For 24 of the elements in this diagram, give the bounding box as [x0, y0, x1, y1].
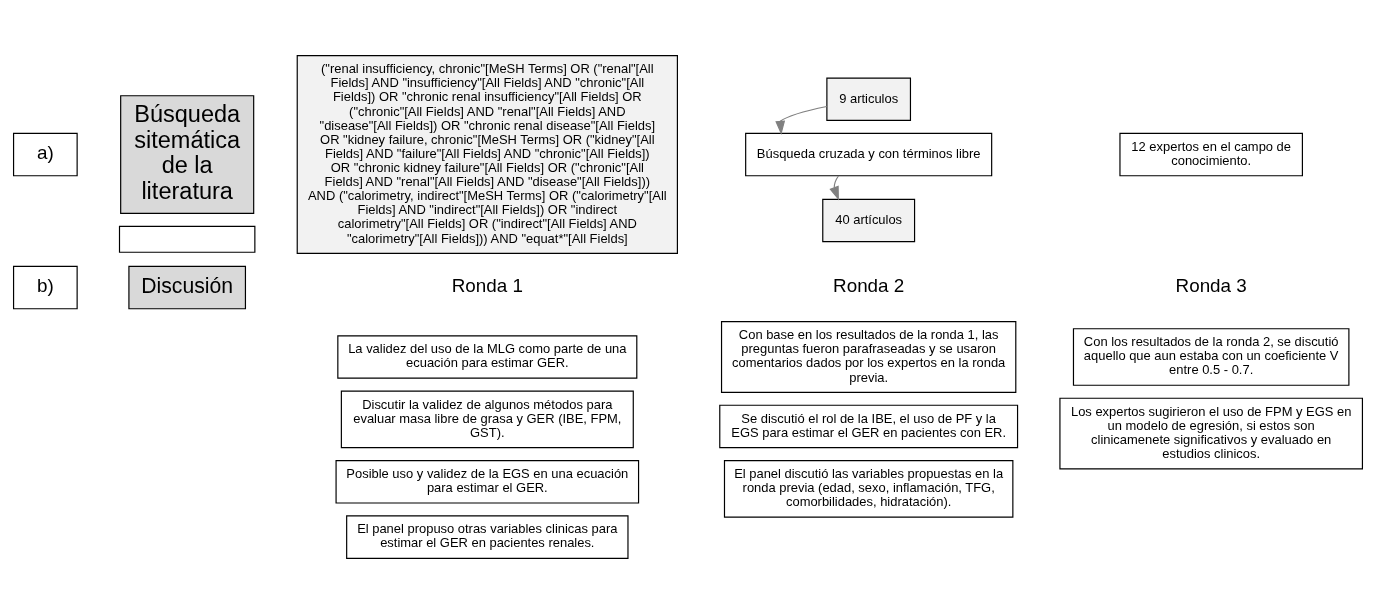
- node-box: a): [13, 132, 78, 176]
- node-box: ("renal insufficiency, chronic"[MeSH Terms] OR ("renal"[All Fields] AND "insufficiency"[All Fields] AND "chronic"[All Fields]) OR "chronic renal insufficiency"[All Fields] OR ("chronic"[All Fields] AND "renal"[All Fields] AND "disease"[All Fields]) OR "chronic renal disease"[All Fields] OR "kidney failure, chronic"[MeSH Terms] OR ("kidney"[All Fields] AND "failure"[All Fields] AND "chronic"[All Fields]) OR "chronic kidney failure"[All Fields] OR ("chronic"[All Fields] AND "renal"[All Fields] AND "disease"[All Fields])) AND ("calorimetry, indirect"[MeSH Terms] OR ("calorimetry"[All Fields] AND "indirect"[All Fields]) OR "indirect calorimetry"[All Fields] OR ("indirect"[All Fields] AND "calorimetry"[All Fields])) AND "equat*"[All Fields]: [296, 54, 678, 254]
- node-box: Los expertos sugirieron el uso de FPM y EGS en un modelo de egresión, si estos son clinicamenete significativos y evaluado en estudios clinicos.: [1059, 397, 1363, 469]
- label: Ronda 1: [451, 274, 523, 296]
- node-box: Búsqueda cruzada y con términos libre: [745, 132, 993, 176]
- label: Ronda 3: [1175, 274, 1247, 296]
- node-box: Con los resultados de la ronda 2, se discutió aquello que aun estaba con un coeficiente V entre 0.5 - 0.7.: [1072, 327, 1350, 386]
- node-box: 9 articulos: [826, 76, 912, 121]
- node-box: Con base en los resultados de la ronda 1, las preguntas fueron parafraseadas y se usaron comentarios dados por los expertos en la ronda previa.: [720, 320, 1017, 393]
- node-box: El panel propuso otras variables clinicas para estimar el GER en pacientes renales.: [346, 514, 629, 559]
- arrow: [829, 174, 840, 201]
- node-box: b): [13, 265, 78, 309]
- node-box: Posible uso y validez de la EGS en una ecuación para estimar el GER.: [335, 459, 640, 504]
- node-box: [118, 225, 256, 253]
- node-box: 40 artículos: [822, 198, 916, 242]
- label: Ronda 2: [833, 274, 905, 296]
- node-box: Búsqueda sitemática de la literatura: [120, 94, 255, 214]
- node-box: Se discutió el rol de la IBE, el uso de PF y la EGS para estimar el GER en pacientes con ER.: [719, 404, 1019, 448]
- node-box: Discutir la validez de algunos métodos para evaluar masa libre de grasa y GER (IBE, FPM, GST).: [340, 390, 634, 448]
- node-box: Discusión: [128, 265, 247, 309]
- node-box: El panel discutió las variables propuestas en la ronda previa (edad, sexo, inflamación, TFG, comorbilidades, hidratación).: [723, 459, 1014, 518]
- node-box: La validez del uso de la MLG como parte de una ecuación para estimar GER.: [337, 334, 638, 379]
- node-box: 12 expertos en el campo de conocimiento.: [1119, 132, 1303, 176]
- arrow: [775, 105, 828, 135]
